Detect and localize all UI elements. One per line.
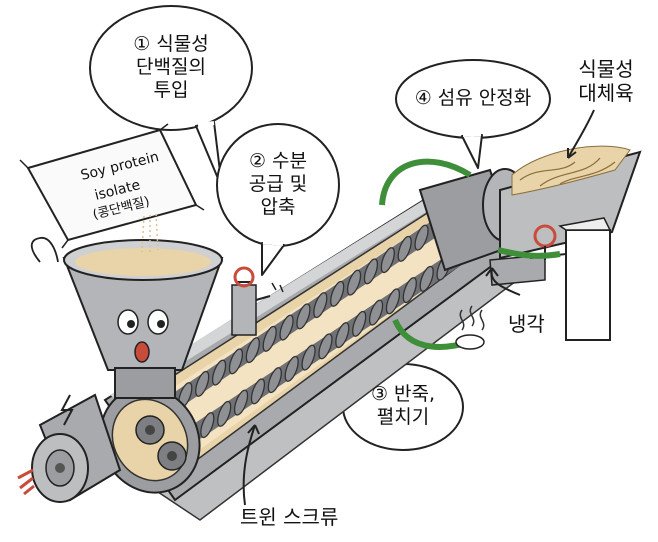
- bubble-step1-line1: ① 식물성: [106, 33, 236, 56]
- bubble-step2-line2: 공급 및: [225, 173, 331, 196]
- soy-protein-bag: Soy protein isolate (콩단백질): [20, 124, 204, 255]
- bubble-step2-line3: 압축: [225, 196, 331, 219]
- product-label-line1: 식물성: [566, 57, 646, 81]
- product-label-line2: 대체육: [566, 81, 646, 105]
- cooling-label: 냉각: [508, 312, 545, 336]
- bubble-step1-line2: 단백질의: [106, 56, 236, 79]
- bubble-step1-text: ① 식물성 단백질의 투입: [106, 33, 236, 102]
- bubble-step3-line1: ③ 반죽,: [350, 383, 456, 406]
- bubble-step2-line1: ② 수분: [225, 150, 331, 173]
- bubble-step1-line3: 투입: [106, 79, 236, 102]
- bubble-step3-text: ③ 반죽, 펼치기: [350, 383, 456, 429]
- bubble-step4-line1: ④ 섬유 안정화: [402, 87, 544, 110]
- bubble-step3-line2: 펼치기: [350, 406, 456, 429]
- product-label: 식물성 대체육: [566, 57, 646, 105]
- twin-screw-label: 트윈 스크류: [240, 505, 338, 529]
- bubble-step4: [396, 60, 550, 168]
- motor: [18, 395, 120, 502]
- bubble-step2-text: ② 수분 공급 및 압축: [225, 150, 331, 219]
- bubble-step4-text: ④ 섬유 안정화: [402, 87, 544, 110]
